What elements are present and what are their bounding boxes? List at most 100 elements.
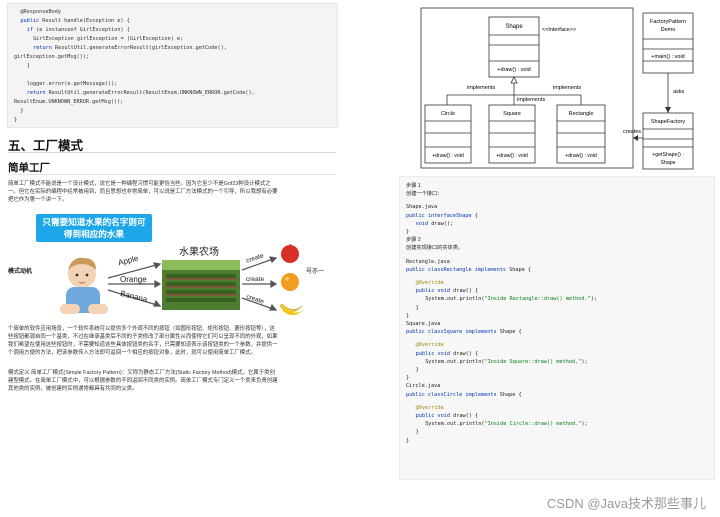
- scenario-line: 些按钮都源自同一个基类，不过在继承基类后不同的子类修改了部分属性从而使得它们可以…: [8, 334, 278, 340]
- factory-name: ShapeFactory: [651, 119, 685, 125]
- class-method: +draw() : void: [496, 153, 528, 159]
- code-kw: public void: [415, 288, 450, 295]
- code-text: 创建一个接口：: [406, 191, 443, 198]
- class-name: Circle: [441, 111, 455, 117]
- code-text: Shape {: [496, 329, 522, 336]
- code-text: draw() {: [449, 350, 479, 357]
- code-text: }: [406, 375, 410, 382]
- code-text: }: [415, 429, 419, 436]
- code-cls: Square: [443, 329, 463, 336]
- code-kw: public void: [415, 413, 450, 419]
- asks-label: asks: [673, 89, 685, 95]
- step-code-line: Circle.java: [406, 383, 440, 389]
- illustration-banner: 只需要知道水果的名字则可 得到相应的水果: [36, 214, 152, 242]
- creates-label: creates: [623, 129, 641, 135]
- code-ann: @Override: [415, 404, 444, 411]
- class-method: +draw() : void: [565, 153, 597, 159]
- code-text: System.out.println(: [425, 358, 485, 365]
- apple-icon: [281, 244, 299, 263]
- step-code-line: public void draw() {: [416, 413, 478, 419]
- section-title: 五、工厂模式: [8, 139, 84, 153]
- definition-line: 建型模式。在简单工厂模式中，可以根据参数的不同返回不同类的实例。简单工厂模式专门…: [8, 378, 278, 384]
- code-kw2: implements: [462, 329, 497, 336]
- code-kw: public interface: [406, 212, 456, 219]
- code-tail: );: [581, 358, 588, 365]
- code-text: }: [406, 312, 410, 319]
- uml-class-diagram: Shape +draw() : void <<Interface>> Facto…: [420, 7, 694, 170]
- illustration-graphic: [60, 244, 304, 315]
- code-text: Shape.java: [406, 204, 438, 211]
- diagram-frame: [420, 7, 634, 169]
- create-label: create: [246, 276, 265, 283]
- code-text: System.out.println(: [425, 296, 485, 303]
- class-name: Rectangle: [569, 111, 594, 117]
- code-keyword: return: [26, 90, 46, 96]
- step-code-line: }: [416, 429, 419, 435]
- code-text: 步骤 2: [406, 237, 421, 244]
- code-text: GirlException girlException = (GirlExcep…: [33, 36, 184, 42]
- code-str: "Inside Circle::draw() method.": [484, 421, 582, 428]
- subsection-divider: [8, 174, 336, 175]
- code-line: girlException.getMsg());: [14, 54, 89, 60]
- code-str: "Inside Square::draw() method.": [484, 358, 582, 365]
- code-line: }: [27, 63, 30, 69]
- subsection-title: 简单工厂: [8, 162, 50, 174]
- step-text: 创建一个接口：: [406, 191, 442, 197]
- code-line: }: [14, 117, 17, 123]
- interface-method: +draw() : void: [497, 67, 530, 73]
- demo-name-line: FactoryPattern: [650, 19, 686, 25]
- step-code-line: }: [416, 367, 419, 373]
- code-text: }: [415, 367, 419, 373]
- code-text: System.out.println(: [425, 421, 485, 428]
- step-code-line: }: [406, 229, 409, 235]
- step-code-line: public void draw() {: [416, 351, 478, 357]
- code-text: Rectangle.java: [406, 258, 450, 265]
- code-text: }: [14, 117, 18, 123]
- code-kw: public class: [406, 329, 444, 336]
- create-arrows: [241, 256, 278, 311]
- rectangle-class-box: Rectangle +draw() : void: [556, 104, 606, 164]
- code-text: Result handle(Exception e) {: [39, 18, 130, 24]
- factory-side-label: 号亦一: [306, 269, 325, 275]
- step-code-line: }: [416, 305, 419, 311]
- step-code-line: public void draw() {: [416, 288, 478, 294]
- step-text: 创建实现接口的实体类。: [406, 245, 463, 251]
- intro-line: 把它作为第一个讲一下。: [8, 197, 68, 203]
- code-text: draw() {: [449, 413, 479, 419]
- definition-paragraph: 模式定义 简单工厂模式(Simple Factory Pattern)：又称为静…: [8, 369, 338, 393]
- step-code-line: }: [406, 438, 409, 444]
- code-line: ResultEnum.UNKNOWN_ERROR.getMsg());: [14, 99, 123, 105]
- orange-icon: [281, 273, 299, 291]
- code-kw: public class: [406, 266, 444, 273]
- code-line: return ResultUtil.generateErrorResult(gi…: [33, 45, 227, 51]
- code-line: return ResultUtil.generateErrorResult(Re…: [27, 90, 255, 96]
- step-code-line: System.out.println("Inside Circle::draw(…: [425, 421, 587, 427]
- csdn-watermark: CSDN @Java技术那些事儿: [546, 496, 706, 511]
- banner-line: 只需要知道水果的名字则可: [42, 217, 146, 227]
- definition-line: 模式定义 简单工厂模式(Simple Factory Pattern)：又称为静…: [8, 370, 275, 376]
- code-line: public Result handle(Exception e) {: [20, 18, 129, 24]
- code-text: girlException.getMsg());: [14, 54, 89, 60]
- intro-line: 简单工厂模式不能说是一个设计模式，说它是一种编程习惯可能更恰当些。因为它至少不是…: [8, 181, 271, 187]
- farm-title: 水果农场: [179, 247, 219, 258]
- factory-pattern-demo-box: FactoryPattern Demo +main() : void: [642, 12, 694, 74]
- step-code-line: void draw();: [416, 221, 454, 227]
- code-tail: );: [581, 421, 588, 428]
- motive-label: 模式动机: [8, 269, 33, 275]
- circle-class-box: Circle +draw() : void: [424, 104, 472, 164]
- intro-paragraph: 简单工厂模式不能说是一个设计模式，说它是一种编程习惯可能更恰当些。因为它至少不是…: [8, 180, 338, 204]
- step-code-line: @Override: [416, 280, 444, 286]
- code-text: Circle.java: [406, 383, 441, 390]
- child-figure: [60, 257, 108, 314]
- code-kw2: implements: [471, 266, 506, 273]
- code-line: GirlException girlException = (GirlExcep…: [33, 36, 183, 42]
- section-divider: [8, 152, 336, 153]
- code-line: if (e instanceof GirlException) {: [27, 27, 130, 33]
- code-kw: public class: [406, 391, 444, 398]
- farm-image: [162, 260, 240, 310]
- code-text: ResultUtil.generateErrorResult(girlExcep…: [51, 45, 227, 51]
- right-document-page: Shape +draw() : void <<Interface>> Facto…: [395, 0, 720, 517]
- code-text: }: [415, 304, 419, 311]
